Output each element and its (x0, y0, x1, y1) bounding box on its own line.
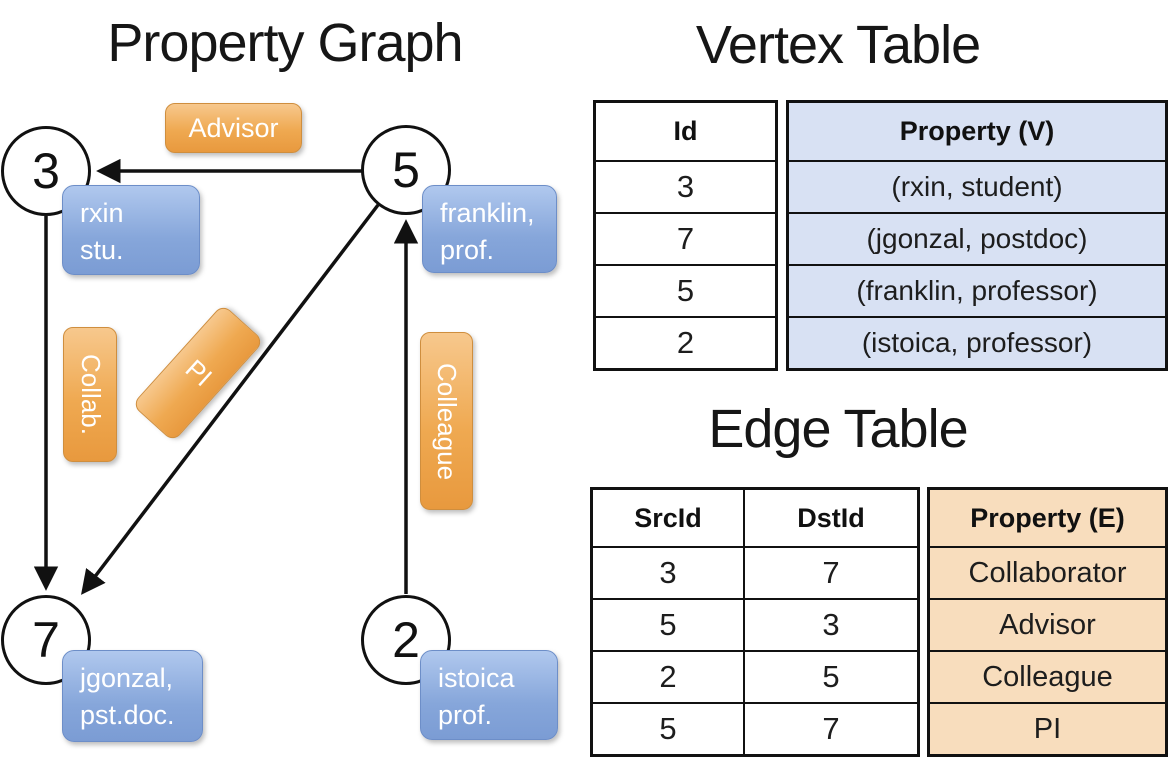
node-id-label: 2 (392, 612, 420, 668)
vertex-id-header: Id (673, 116, 698, 146)
vertex-label-line1: franklin, (440, 198, 535, 228)
node-id-label: 5 (392, 142, 420, 198)
edge-src-cell: 5 (593, 702, 743, 754)
vertex-label-line2: stu. (80, 235, 124, 265)
vertex-label-line2: pst.doc. (80, 700, 175, 730)
vertex-label-jgonzal: jgonzal, pst.doc. (62, 650, 203, 742)
node-id-label: 3 (32, 143, 60, 199)
edge-label-colleague: Colleague (420, 332, 473, 510)
edge-label-text: Advisor (188, 112, 279, 143)
vertex-property-cell: (rxin, student) (789, 160, 1165, 212)
edge-dst-cell: 7 (743, 546, 917, 598)
edge-src-cell: 5 (593, 598, 743, 650)
edge-label-collab: Collab. (63, 327, 117, 462)
edge-property-cell: PI (930, 702, 1165, 754)
graph-node-5: 5 (361, 125, 451, 215)
edge-label-text: Colleague (432, 362, 462, 480)
edge-property-cell: Colleague (930, 650, 1165, 702)
vertex-table-title: Vertex Table (695, 15, 981, 75)
vertex-id-cell: 2 (596, 316, 775, 368)
vertex-label-line1: istoica (438, 663, 515, 693)
edge-label-advisor: Advisor (165, 103, 302, 153)
vertex-label-istoica: istoica prof. (420, 650, 558, 740)
graph-node-2: 2 (361, 595, 451, 685)
property-graph-title: Property Graph (107, 13, 463, 73)
vertex-id-cell: 7 (596, 212, 775, 264)
vertex-label-franklin: franklin, prof. (422, 185, 557, 273)
edge-srcid-header: SrcId (634, 502, 702, 533)
edge-property-header: Property (E) (970, 502, 1125, 533)
vertex-property-cell: (istoica, professor) (789, 316, 1165, 368)
vertex-label-line2: prof. (440, 235, 495, 265)
edge-dst-cell: 7 (743, 702, 917, 754)
vertex-label-line1: rxin (80, 198, 124, 228)
edge-table-property-column: Property (E) Collaborator Advisor Collea… (927, 487, 1168, 757)
edge-label-text: PI (179, 353, 218, 393)
edge-label-text: Collab. (75, 354, 106, 435)
vertex-property-cell: (franklin, professor) (789, 264, 1165, 316)
edge-dst-cell: 5 (743, 650, 917, 702)
vertex-id-cell: 5 (596, 264, 775, 316)
edge-dstid-header: DstId (743, 490, 917, 546)
edge-property-cell: Collaborator (930, 546, 1165, 598)
graph-edges-layer (33, 158, 419, 595)
vertex-property-cell: (jgonzal, postdoc) (789, 212, 1165, 264)
edge-table-ids-columns: SrcId DstId 3 7 5 3 2 5 5 7 (590, 487, 920, 757)
edge-src-cell: 3 (593, 546, 743, 598)
edge-src-cell: 2 (593, 650, 743, 702)
vertex-id-cell: 3 (596, 160, 775, 212)
vertex-label-line1: jgonzal, (80, 663, 174, 693)
vertex-label-rxin: rxin stu. (62, 185, 200, 275)
edge-pi-arrow (81, 203, 380, 595)
vertex-table-id-column: Id 3 7 5 2 (593, 100, 778, 371)
vertex-label-line2: prof. (438, 700, 493, 730)
vertex-table-property-column: Property (V) (rxin, student) (jgonzal, p… (786, 100, 1168, 371)
edge-dst-cell: 3 (743, 598, 917, 650)
vertex-property-header: Property (V) (899, 116, 1055, 146)
node-id-label: 7 (32, 612, 60, 668)
edge-table-title: Edge Table (708, 399, 968, 459)
edge-property-cell: Advisor (930, 598, 1165, 650)
